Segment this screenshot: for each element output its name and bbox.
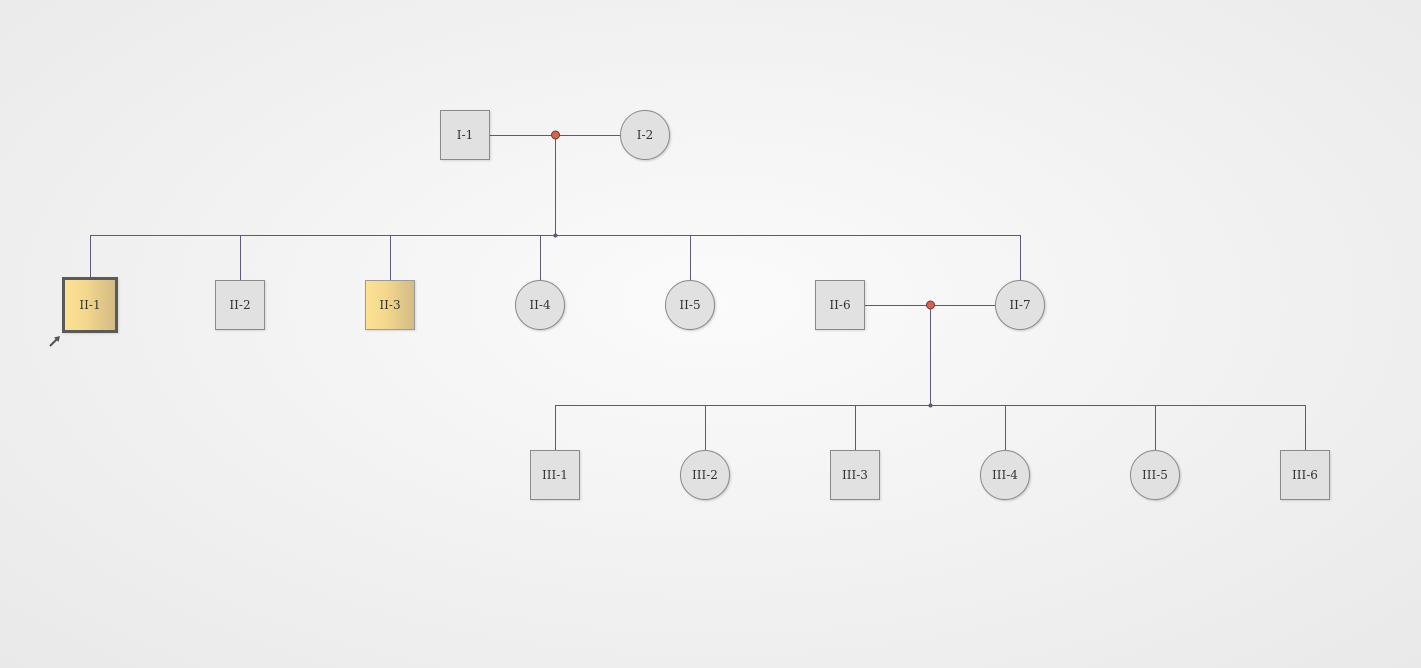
individual-III-5[interactable]: III-5	[1130, 450, 1180, 500]
individual-II-7[interactable]: II-7	[995, 280, 1045, 330]
individual-III-2[interactable]: III-2	[680, 450, 730, 500]
individual-III-4[interactable]: III-4	[980, 450, 1030, 500]
individual-label: II-4	[529, 298, 551, 312]
individual-I-2[interactable]: I-2	[620, 110, 670, 160]
individual-label: II-2	[229, 298, 251, 312]
union-marker-II	[926, 300, 935, 310]
individual-II-6[interactable]: II-6	[815, 280, 865, 330]
individual-label: III-6	[1292, 468, 1318, 482]
individual-label: II-3	[379, 298, 401, 312]
individual-II-1[interactable]: II-1	[62, 277, 118, 333]
individual-III-3[interactable]: III-3	[830, 450, 880, 500]
individual-II-3[interactable]: II-3	[365, 280, 415, 330]
individual-label: II-5	[679, 298, 701, 312]
individual-label: I-2	[636, 128, 654, 142]
individual-label: III-4	[992, 468, 1018, 482]
individual-I-1[interactable]: I-1	[440, 110, 490, 160]
individual-label: II-7	[1009, 298, 1031, 312]
individual-label: II-6	[829, 298, 851, 312]
individual-II-4[interactable]: II-4	[515, 280, 565, 330]
individual-label: II-1	[79, 298, 101, 312]
individual-label: I-1	[456, 128, 474, 142]
individual-label: III-5	[1142, 468, 1168, 482]
individual-III-1[interactable]: III-1	[530, 450, 580, 500]
individual-label: III-3	[842, 468, 868, 482]
individual-III-6[interactable]: III-6	[1280, 450, 1330, 500]
proband-arrow-icon	[49, 336, 60, 347]
sibship-junction-III	[928, 403, 933, 408]
individual-II-2[interactable]: II-2	[215, 280, 265, 330]
sibship-junction-II	[553, 233, 558, 238]
individual-II-5[interactable]: II-5	[665, 280, 715, 330]
individual-label: III-1	[542, 468, 568, 482]
union-marker-I	[551, 130, 560, 140]
individual-label: III-2	[692, 468, 718, 482]
